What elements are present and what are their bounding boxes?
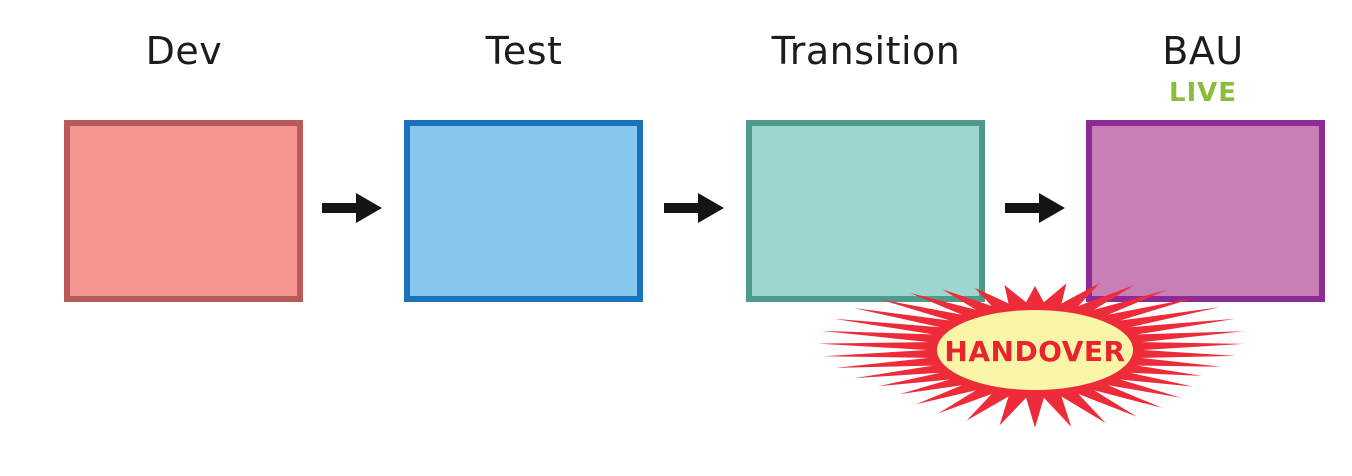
live-label: LIVE xyxy=(1168,78,1238,108)
stage-label-test: Test xyxy=(485,29,563,73)
stage-box-test xyxy=(404,120,643,302)
arrow-right-icon xyxy=(322,193,382,223)
stage-box-transition xyxy=(746,120,985,302)
stage-label-bau: BAU xyxy=(1162,29,1244,73)
arrow-right-icon xyxy=(664,193,724,223)
stage-label-transition: Transition xyxy=(771,29,961,73)
stage-label-dev: Dev xyxy=(145,29,223,73)
handover-label: HANDOVER xyxy=(944,335,1126,368)
starburst-icon xyxy=(818,282,1244,428)
arrow-right-icon xyxy=(1005,193,1065,223)
stage-box-bau xyxy=(1086,120,1325,302)
stage-box-dev xyxy=(64,120,303,302)
